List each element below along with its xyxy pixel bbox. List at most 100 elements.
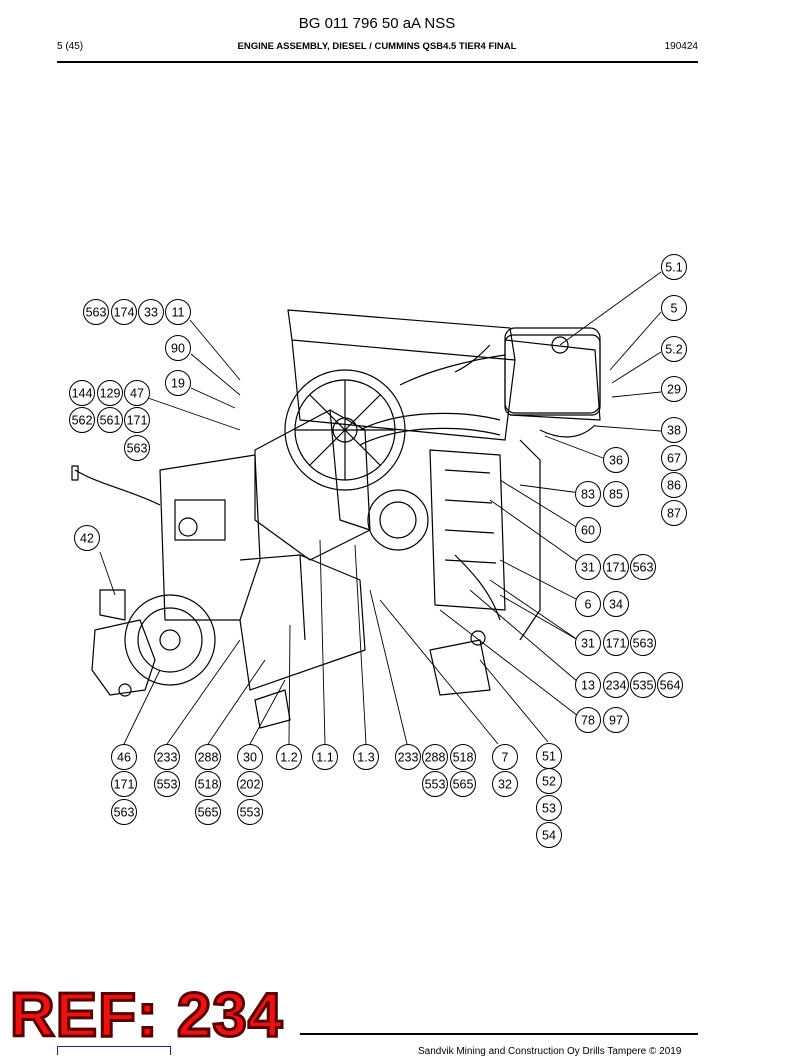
callout-label: 1.1 [316,751,333,765]
callout-label: 561 [100,414,121,428]
callout-bubble [536,768,562,794]
callout-bubble [661,254,687,280]
callout-bubble [237,744,263,770]
callout-label: 288 [425,751,446,765]
callout-bubble [165,299,191,325]
callout-label: 30 [243,751,257,765]
callout-label: 31 [581,637,595,651]
callout-bubble [111,799,137,825]
callout-bubble [97,407,123,433]
callout-label: 34 [609,598,623,612]
callout-label: 38 [667,424,681,438]
callout-label: 562 [72,414,93,428]
callout-bubble [195,744,221,770]
callout-bubble [353,744,379,770]
callout-bubble [575,481,601,507]
callout-label: 46 [117,751,131,765]
callout-bubble [111,744,137,770]
callout-label: 565 [453,778,474,792]
callout-label: 233 [398,751,419,765]
callout-label: 563 [86,306,107,320]
callout-label: 42 [80,532,94,546]
callout-label: 13 [581,679,595,693]
date-code: 190424 [664,41,698,52]
callout-bubble [165,335,191,361]
callout-label: 171 [114,778,135,792]
callout-bubble [661,417,687,443]
callout-label: 78 [581,714,595,728]
callout-label: 174 [114,306,135,320]
callout-label: 19 [171,377,185,391]
callout-label: 564 [660,679,681,693]
callout-bubble [237,771,263,797]
callout-bubble [661,445,687,471]
callout-bubble [111,771,137,797]
callout-bubble [124,407,150,433]
callout-label: 47 [130,387,144,401]
callout-label: 60 [581,524,595,538]
callout-label: 553 [240,806,261,820]
callout-label: 5.2 [665,343,682,357]
callout-label: 67 [667,452,681,466]
callout-bubble [536,822,562,848]
callout-label: 129 [100,387,121,401]
callout-bubble [124,435,150,461]
callout-label: 52 [542,775,556,789]
callout-label: 234 [606,679,627,693]
callout-bubble [661,295,687,321]
document-number: BG 011 796 50 aA NSS [298,15,456,32]
callout-label: 563 [633,637,654,651]
callout-label: 563 [127,442,148,456]
callout-bubble [575,672,601,698]
callout-label: 54 [542,829,556,843]
callout-bubble [603,672,629,698]
callout-bubble [138,299,164,325]
callout-label: 29 [667,383,681,397]
callout-bubble [536,795,562,821]
engine-illustration [71,309,601,729]
callout-label: 553 [425,778,446,792]
callout-label: 6 [585,598,592,612]
callout-bubble [575,554,601,580]
callout-bubble [575,630,601,656]
callout-bubble [124,380,150,406]
callout-bubble [661,336,687,362]
callout-bubble [603,554,629,580]
callout-label: 202 [240,778,261,792]
callout-label: 97 [609,714,623,728]
callout-label: 553 [157,778,178,792]
callout-label: 5 [671,302,678,316]
callout-bubble [492,771,518,797]
callout-label: 51 [542,750,556,764]
callout-bubble [603,481,629,507]
callout-bubble [74,525,100,551]
callout-label: 1.2 [280,751,297,765]
callout-label: 36 [609,454,623,468]
callout-bubble [154,744,180,770]
callout-label: 7 [502,751,509,765]
callout-bubble [422,771,448,797]
callout-bubble [237,799,263,825]
callout-label: 86 [667,479,681,493]
header-divider [57,61,698,63]
callout-label: 233 [157,751,178,765]
leader-lines [99,271,662,745]
callout-bubble [154,771,180,797]
callout-label: 171 [606,637,627,651]
callout-bubble [422,744,448,770]
page-indicator: 5 (45) [57,41,84,52]
callout-bubble [603,707,629,733]
footer-copyright: Sandvik Mining and Construction Oy Drill… [418,1046,682,1057]
callout-bubble [276,744,302,770]
callout-label: 144 [72,387,93,401]
callout-bubble [603,447,629,473]
callout-bubble [69,380,95,406]
callout-label: 288 [198,751,219,765]
callout-label: 32 [498,778,512,792]
callout-label: 563 [633,561,654,575]
callout-bubble [69,407,95,433]
callout-bubble [165,370,191,396]
callout-label: 535 [633,679,654,693]
callout-label: 565 [198,806,219,820]
